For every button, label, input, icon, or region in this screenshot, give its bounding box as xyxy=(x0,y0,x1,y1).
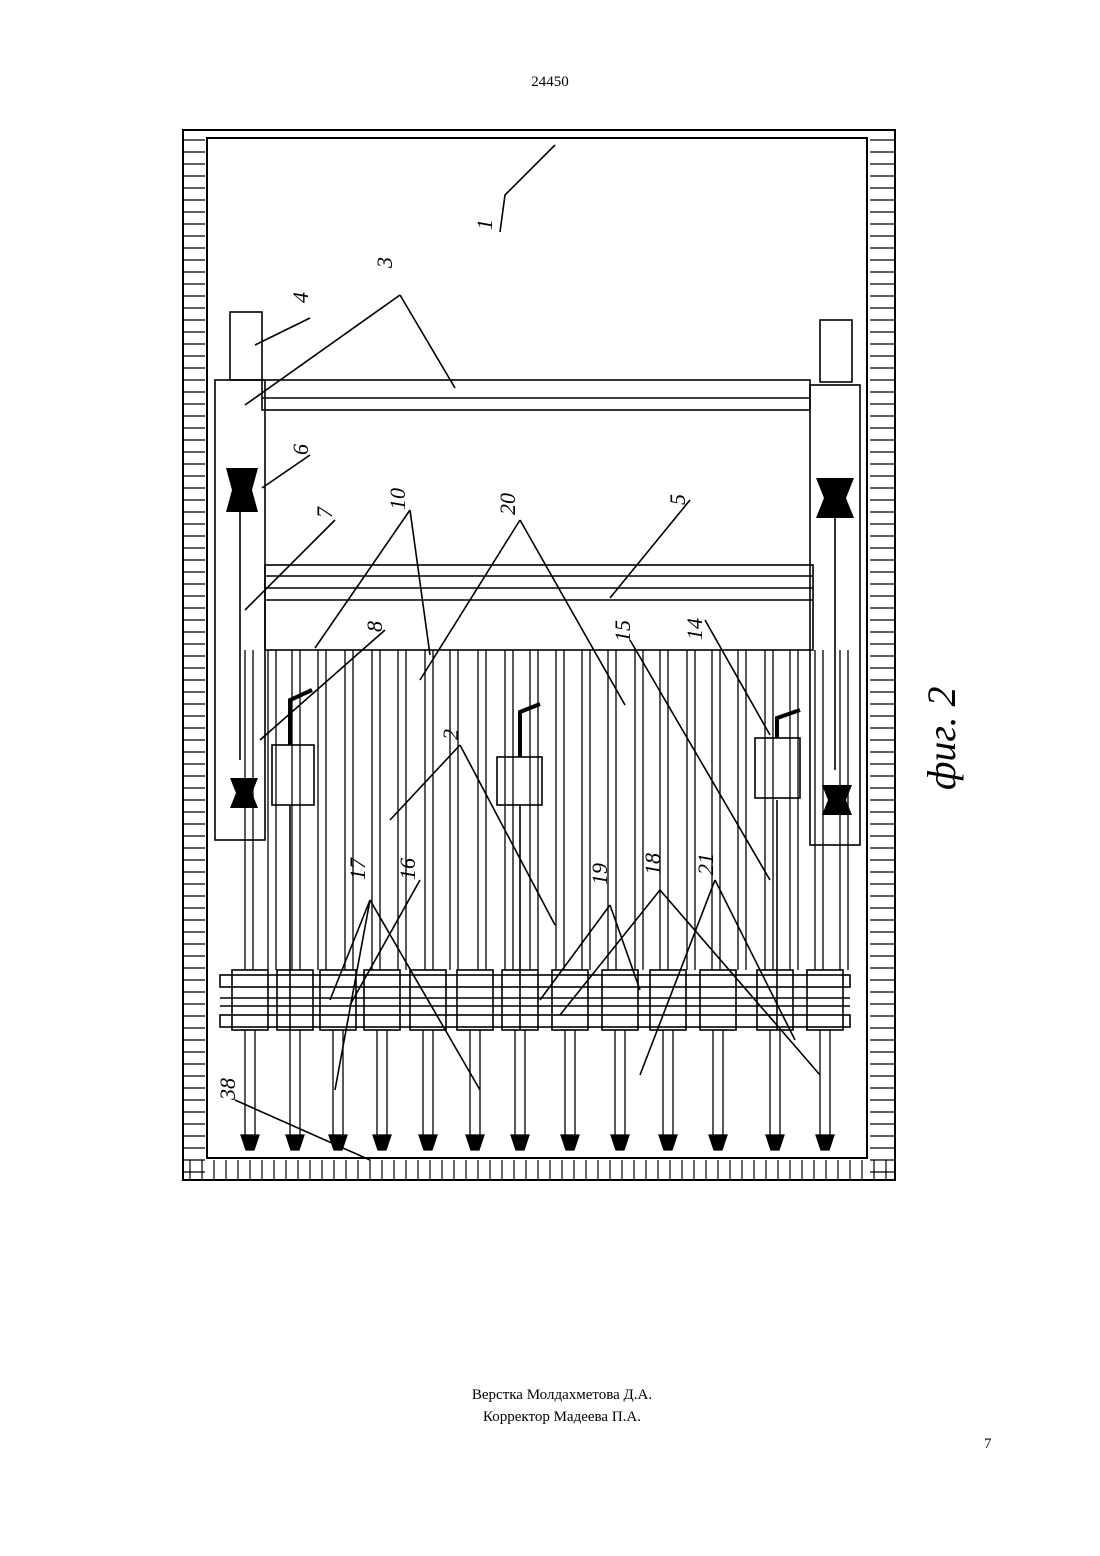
label-17: 17 xyxy=(345,857,370,880)
proof-credit: Корректор Мадеева П.А. xyxy=(0,1406,1100,1428)
label-14: 14 xyxy=(682,618,707,640)
label-16: 16 xyxy=(395,858,420,880)
credits: Верстка Молдахметова Д.А. Корректор Маде… xyxy=(0,1384,1100,1428)
label-8: 8 xyxy=(362,621,387,632)
label-5: 5 xyxy=(665,494,690,505)
layout-credit: Верстка Молдахметова Д.А. xyxy=(0,1384,1100,1406)
label-10: 10 xyxy=(385,488,410,510)
label-20: 20 xyxy=(495,493,520,515)
label-7: 7 xyxy=(312,506,337,518)
label-4: 4 xyxy=(288,292,313,303)
label-21: 21 xyxy=(693,853,718,875)
label-2: 2 xyxy=(438,729,463,740)
label-18: 18 xyxy=(640,853,665,875)
label-38: 38 xyxy=(215,1078,240,1101)
label-3: 3 xyxy=(372,257,397,269)
page-number: 7 xyxy=(984,1436,992,1453)
label-6: 6 xyxy=(288,444,313,455)
figure-caption: фиг. 2 xyxy=(919,687,964,790)
label-1: 1 xyxy=(472,219,497,230)
label-15: 15 xyxy=(610,620,635,642)
label-19: 19 xyxy=(587,863,612,885)
